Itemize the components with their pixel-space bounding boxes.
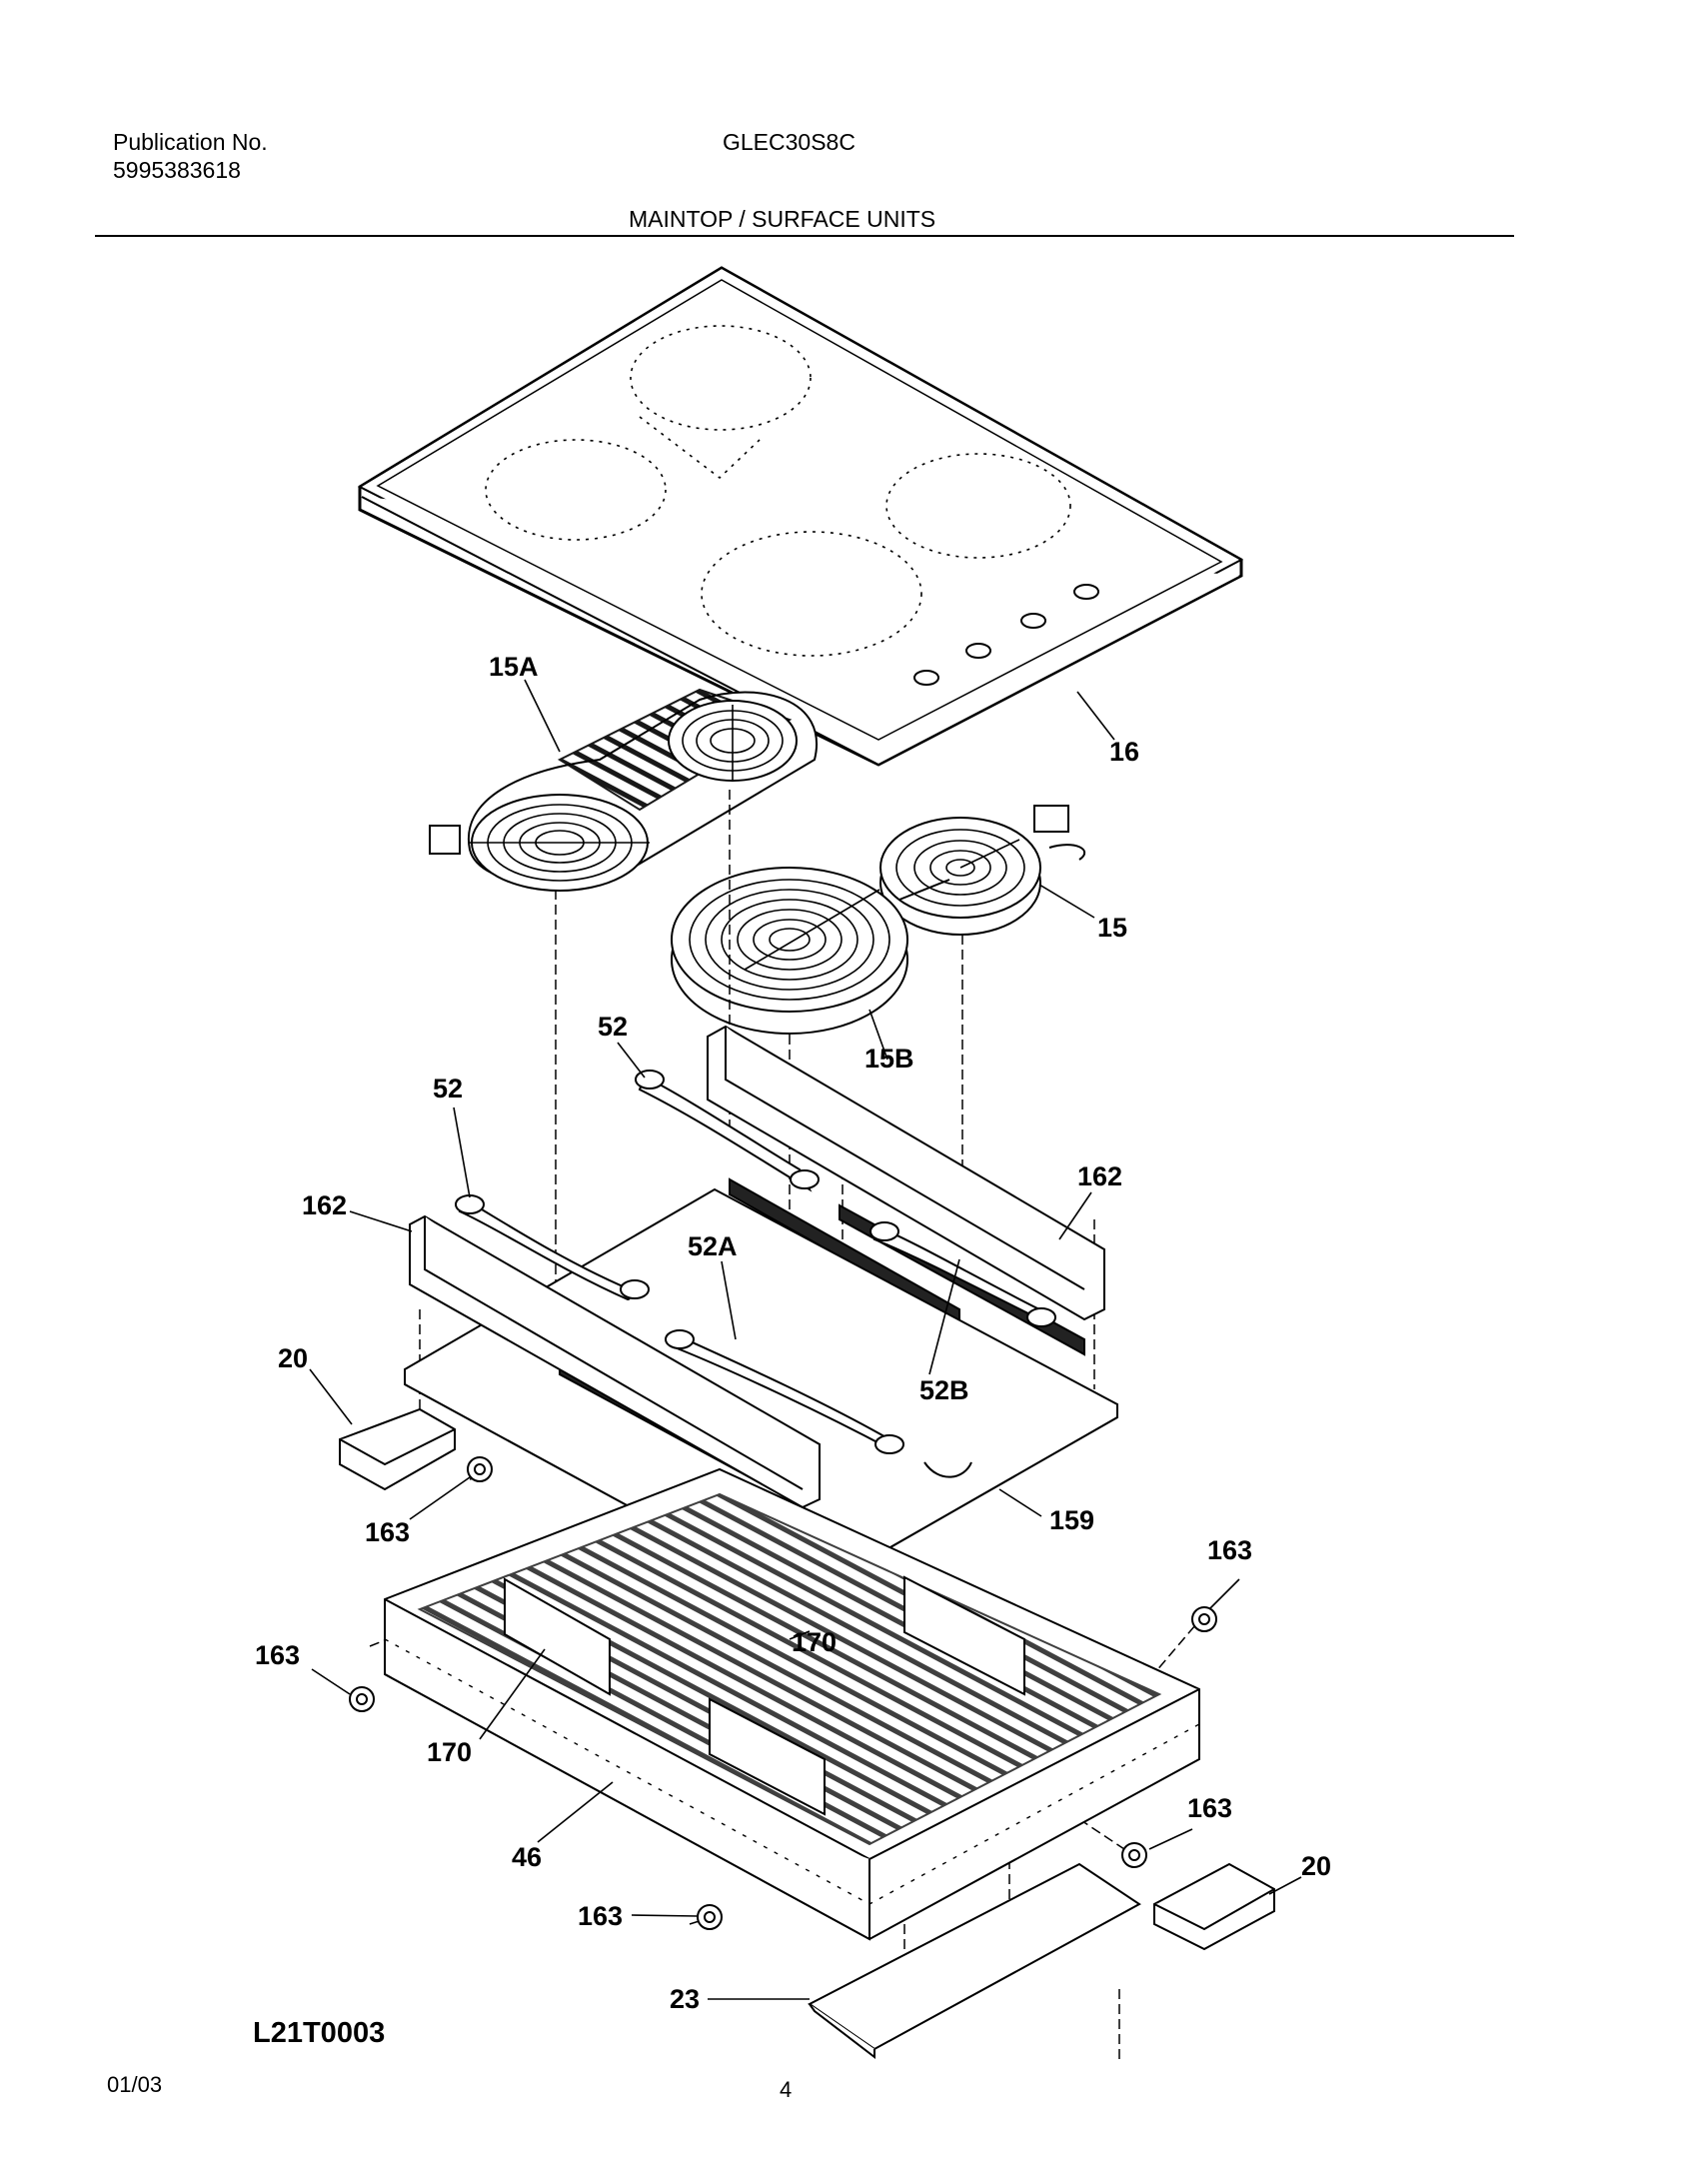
callout-15A: 15A: [489, 652, 539, 682]
callout-16: 16: [1109, 737, 1139, 767]
glass-cooktop-part-16: [357, 266, 1244, 767]
page-number: 4: [780, 2077, 793, 2102]
callout-46: 46: [512, 1842, 542, 1872]
support-bracket-part-162-front: [409, 1214, 821, 1509]
callout-15B: 15B: [864, 1044, 914, 1074]
callout-163-a: 163: [365, 1517, 410, 1547]
model-number: GLEC30S8C: [723, 129, 855, 155]
callout-162-rear: 162: [1077, 1161, 1122, 1191]
callout-20-right: 20: [1301, 1851, 1331, 1881]
section-title: MAINTOP / SURFACE UNITS: [629, 206, 936, 232]
access-cover-part-23: [808, 1862, 1141, 2060]
footer-date: 01/03: [107, 2072, 163, 2097]
grommets-part-163: [349, 1456, 1217, 1930]
callout-162-front: 162: [302, 1190, 347, 1220]
publication-number: 5995383618: [113, 157, 241, 183]
publication-label: Publication No.: [113, 129, 268, 155]
callout-163-d: 163: [1187, 1793, 1232, 1823]
leader-lines: [309, 679, 1302, 2000]
header-rule: [95, 235, 1514, 237]
callout-163-b: 163: [1207, 1535, 1252, 1565]
callout-163-c: 163: [255, 1640, 300, 1670]
callout-23: 23: [670, 1984, 700, 2014]
callout-labels: 16 15A 15 15B 52 52 162 162 52A 52B 20 1…: [253, 652, 1331, 2049]
radiant-element-part-15: [879, 805, 1086, 936]
radiant-element-part-15B: [671, 867, 950, 1035]
callout-15: 15: [1097, 913, 1127, 943]
callout-20-left: 20: [278, 1343, 308, 1373]
burner-box-part-46: [384, 1467, 1200, 1941]
mounting-straps-part-52: [455, 1070, 1056, 1454]
dual-radiant-element-part-15A: [429, 688, 818, 892]
end-brackets-part-20: [339, 1407, 1275, 1951]
callout-52-rear: 52: [598, 1012, 628, 1042]
callout-170-left: 170: [427, 1737, 472, 1767]
callout-163-e: 163: [578, 1901, 623, 1931]
callout-170-right: 170: [792, 1627, 837, 1657]
callout-52B: 52B: [919, 1375, 969, 1405]
callout-159: 159: [1049, 1505, 1094, 1535]
diagram-code: L21T0003: [253, 2017, 385, 2049]
callout-52-front: 52: [433, 1074, 463, 1103]
support-bracket-part-162-rear: [707, 1025, 1105, 1326]
callout-52A: 52A: [688, 1231, 738, 1261]
